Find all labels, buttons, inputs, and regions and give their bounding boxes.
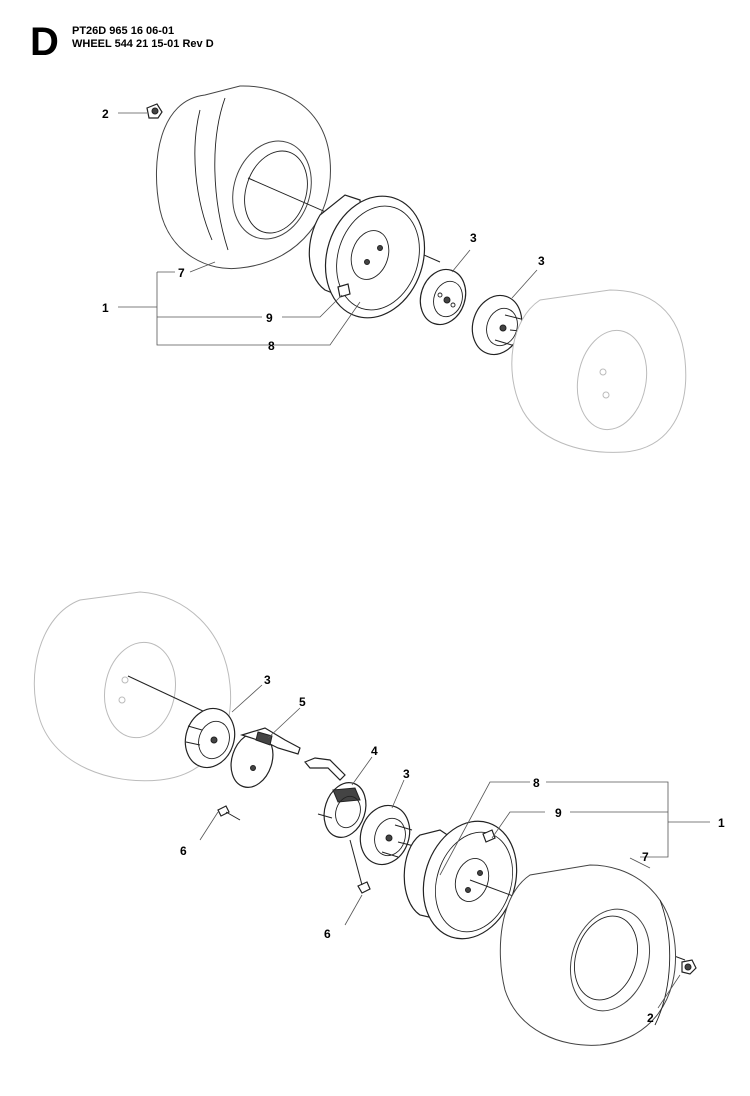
callout-top-3b: 3 xyxy=(538,254,545,268)
bottom-nut-2 xyxy=(681,959,697,975)
assembly-title: WHEEL 544 21 15-01 Rev D xyxy=(72,38,214,50)
callout-top-7: 7 xyxy=(178,266,185,280)
callout-top-1: 1 xyxy=(102,301,109,315)
callout-bottom-9: 9 xyxy=(555,806,562,820)
callout-bottom-4: 4 xyxy=(371,744,378,758)
callout-bottom-3b: 3 xyxy=(403,767,410,781)
top-rim-8 xyxy=(308,194,426,319)
callout-top-2: 2 xyxy=(102,107,109,121)
bottom-tire-7 xyxy=(499,864,677,1046)
top-nut-2 xyxy=(146,103,163,119)
callout-bottom-2: 2 xyxy=(647,1011,654,1025)
callout-top-3a: 3 xyxy=(470,231,477,245)
callout-bottom-5: 5 xyxy=(299,695,306,709)
callout-bottom-1: 1 xyxy=(718,816,725,830)
top-hub-3a xyxy=(419,268,467,326)
bottom-assembly: 3 5 4 3 8 9 1 7 6 6 2 xyxy=(33,591,725,1046)
top-tire-7 xyxy=(155,85,331,270)
bottom-valve-9 xyxy=(482,829,496,843)
callout-bottom-8: 8 xyxy=(533,776,540,790)
bottom-tire-left xyxy=(33,591,232,782)
callout-top-9: 9 xyxy=(266,311,273,325)
top-valve-9 xyxy=(337,283,351,298)
callout-bottom-6a: 6 xyxy=(180,844,187,858)
top-assembly: 2 7 1 9 8 3 3 xyxy=(102,85,687,453)
callout-bottom-3a: 3 xyxy=(264,673,271,687)
page-header: D PT26D 965 16 06-01 WHEEL 544 21 15-01 … xyxy=(0,0,750,70)
bottom-brake-drum-5 xyxy=(230,727,301,788)
bottom-hub-3a xyxy=(184,707,236,769)
bottom-bolt-6a xyxy=(217,805,241,821)
model-number: PT26D 965 16 06-01 xyxy=(72,25,175,37)
top-tire-right xyxy=(511,289,687,453)
top-hub-3b xyxy=(471,294,531,356)
bottom-axle-line-left xyxy=(127,675,206,713)
callout-top-8: 8 xyxy=(268,339,275,353)
section-letter: D xyxy=(30,20,59,64)
callout-bottom-7: 7 xyxy=(642,850,649,864)
callout-bottom-6b: 6 xyxy=(324,927,331,941)
bottom-hub-3b xyxy=(359,804,415,866)
bottom-bolt-6b xyxy=(349,839,371,894)
